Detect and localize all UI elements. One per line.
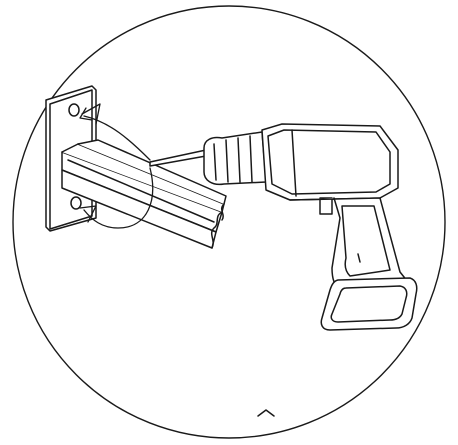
- drill-body-inner: [268, 130, 390, 194]
- drill-battery-inner: [331, 286, 407, 322]
- screw-hole-icon: [71, 197, 81, 209]
- drill-chuck: [204, 132, 266, 184]
- drill-trigger: [320, 198, 332, 214]
- screw-hole-icon: [69, 104, 79, 116]
